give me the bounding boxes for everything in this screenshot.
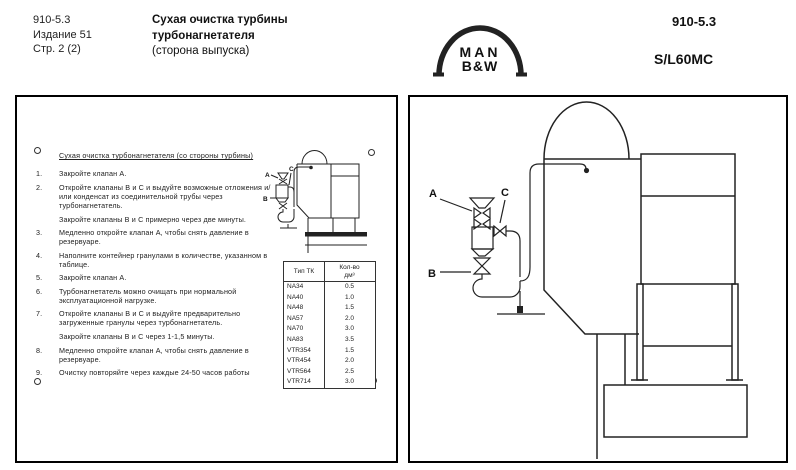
- doc-number: 910-5.3: [33, 14, 71, 26]
- step-number: 2.: [36, 182, 43, 192]
- valve-a-label: A: [429, 188, 437, 200]
- list-item: 1. Закройте клапан А.: [36, 169, 286, 178]
- casing-outline: [543, 159, 639, 335]
- step-number: 9.: [36, 368, 43, 377]
- title-line-3: (сторона выпуска): [152, 45, 250, 57]
- title-line-1: Сухая очистка турбины: [152, 14, 288, 26]
- step-text-sub: Закройте клапаны В и С через 1-1,5 минут…: [59, 332, 215, 341]
- valve-b-label: B: [428, 268, 436, 280]
- step-number: 3.: [36, 228, 43, 237]
- man-bw-logo: MAN B&W: [430, 8, 530, 80]
- step-text: Закройте клапан А.: [59, 169, 127, 178]
- step-text: Медленно откройте клапан А, чтобы снять …: [59, 345, 249, 364]
- step-number: 8.: [36, 345, 43, 355]
- list-item: 2. Откройте клапаны В и С и выдуйте возм…: [36, 183, 286, 224]
- column-header-type: Тип ТК: [284, 262, 325, 281]
- injection-point-icon: [583, 167, 590, 174]
- step-text: Очистку повторяйте через каждые 24-50 ча…: [59, 368, 250, 377]
- list-item: 3. Медленно откройте клапан А, чтобы сня…: [36, 228, 286, 246]
- diagram-panel: A C B: [408, 95, 788, 463]
- granulate-container: [471, 226, 494, 250]
- step-number: 7.: [36, 309, 43, 318]
- loop-pipe: [472, 274, 521, 298]
- step-text-sub: Закройте клапаны В и С примерно через дв…: [59, 214, 247, 224]
- table-header-row: Тип ТК Кол-во дм³: [284, 262, 375, 282]
- engine-model: S/L60MC: [654, 51, 714, 67]
- column-header-qty: Кол-во дм³: [339, 264, 360, 279]
- page-number-label: Стр. 2 (2): [33, 43, 81, 55]
- document-reference-block: 910-5.3 Издание 51 Стр. 2 (2): [33, 13, 92, 57]
- step-number: 4.: [36, 250, 43, 260]
- step-text-main: Откройте клапаны В и С и выдуйте возможн…: [59, 182, 271, 210]
- step-text: Наполните контейнер гранулами в количест…: [59, 250, 268, 269]
- step-number: 5.: [36, 273, 43, 282]
- step-number: 6.: [36, 286, 43, 296]
- valve-b-icon: [472, 257, 492, 275]
- support-leg: [731, 283, 739, 381]
- registration-mark-icon: [368, 149, 375, 156]
- registration-mark-icon: [34, 147, 41, 154]
- step-list: 1. Закройте клапан А. 2. Откройте клапан…: [36, 169, 286, 382]
- step-text: Закройте клапан А.: [59, 273, 127, 282]
- valve-a-icon: [473, 206, 491, 220]
- logo-text-man: MAN: [460, 44, 501, 60]
- list-item: 5. Закройте клапан А.: [36, 273, 286, 282]
- turbocharger-cleaning-diagram: A C B: [428, 101, 748, 459]
- list-item: 7. Откройте клапаны В и С и выдуйте пред…: [36, 309, 286, 341]
- page-title: Сухая очистка турбины турбонагнетателя (…: [152, 13, 288, 60]
- valve-c-label: C: [501, 187, 509, 199]
- step-text: Турбонагнетатель можно очищать при норма…: [59, 286, 237, 305]
- valve-c-pipe: [506, 230, 521, 277]
- edition-label: Издание 51: [33, 28, 92, 41]
- support-leg: [636, 283, 644, 381]
- filling-funnel: [468, 197, 496, 209]
- mini-turbocharger-diagram: A C B: [263, 150, 367, 253]
- section-heading: Сухая очистка турбонагнетателя (со сторо…: [59, 151, 254, 160]
- registration-mark-icon: [34, 378, 41, 385]
- title-line-2: турбонагнетателя: [152, 29, 255, 42]
- mini-valve-c-label: C: [289, 166, 294, 173]
- step-text-main: Откройте клапаны В и С и выдуйте предвар…: [59, 309, 241, 327]
- step-text: Откройте клапаны В и С и выдуйте предвар…: [59, 309, 283, 341]
- mini-injection-point-icon: [309, 165, 313, 170]
- step-text: Медленно откройте клапан А, чтобы снять …: [59, 228, 249, 246]
- logo-arch-icon: [436, 25, 524, 76]
- step-text: Откройте клапаны В и С и выдуйте возможн…: [59, 183, 283, 224]
- list-item: 9. Очистку повторяйте через каждые 24-50…: [36, 368, 286, 377]
- list-item: 8. Медленно откройте клапан А, чтобы сня…: [36, 346, 286, 364]
- logo-text-bw: B&W: [462, 58, 498, 74]
- mini-valve-a-label: A: [265, 172, 270, 179]
- air-duct-outline: [640, 153, 736, 285]
- list-item: 6. Турбонагнетатель можно очищать при но…: [36, 287, 286, 305]
- mini-foundation-bar: [305, 232, 367, 237]
- riser-pipe: [519, 163, 587, 282]
- doc-number-right: 910-5.3: [672, 14, 717, 29]
- mini-valve-b-label: B: [263, 196, 268, 203]
- step-number: 1.: [36, 169, 43, 178]
- valve-c-icon: [493, 224, 507, 238]
- instructions-panel: Сухая очистка турбонагнетателя (со сторо…: [15, 95, 398, 463]
- list-item: 4. Наполните контейнер гранулами в колич…: [36, 251, 286, 269]
- foundation-block: [603, 384, 748, 438]
- silencer-dome-outline: [543, 101, 630, 160]
